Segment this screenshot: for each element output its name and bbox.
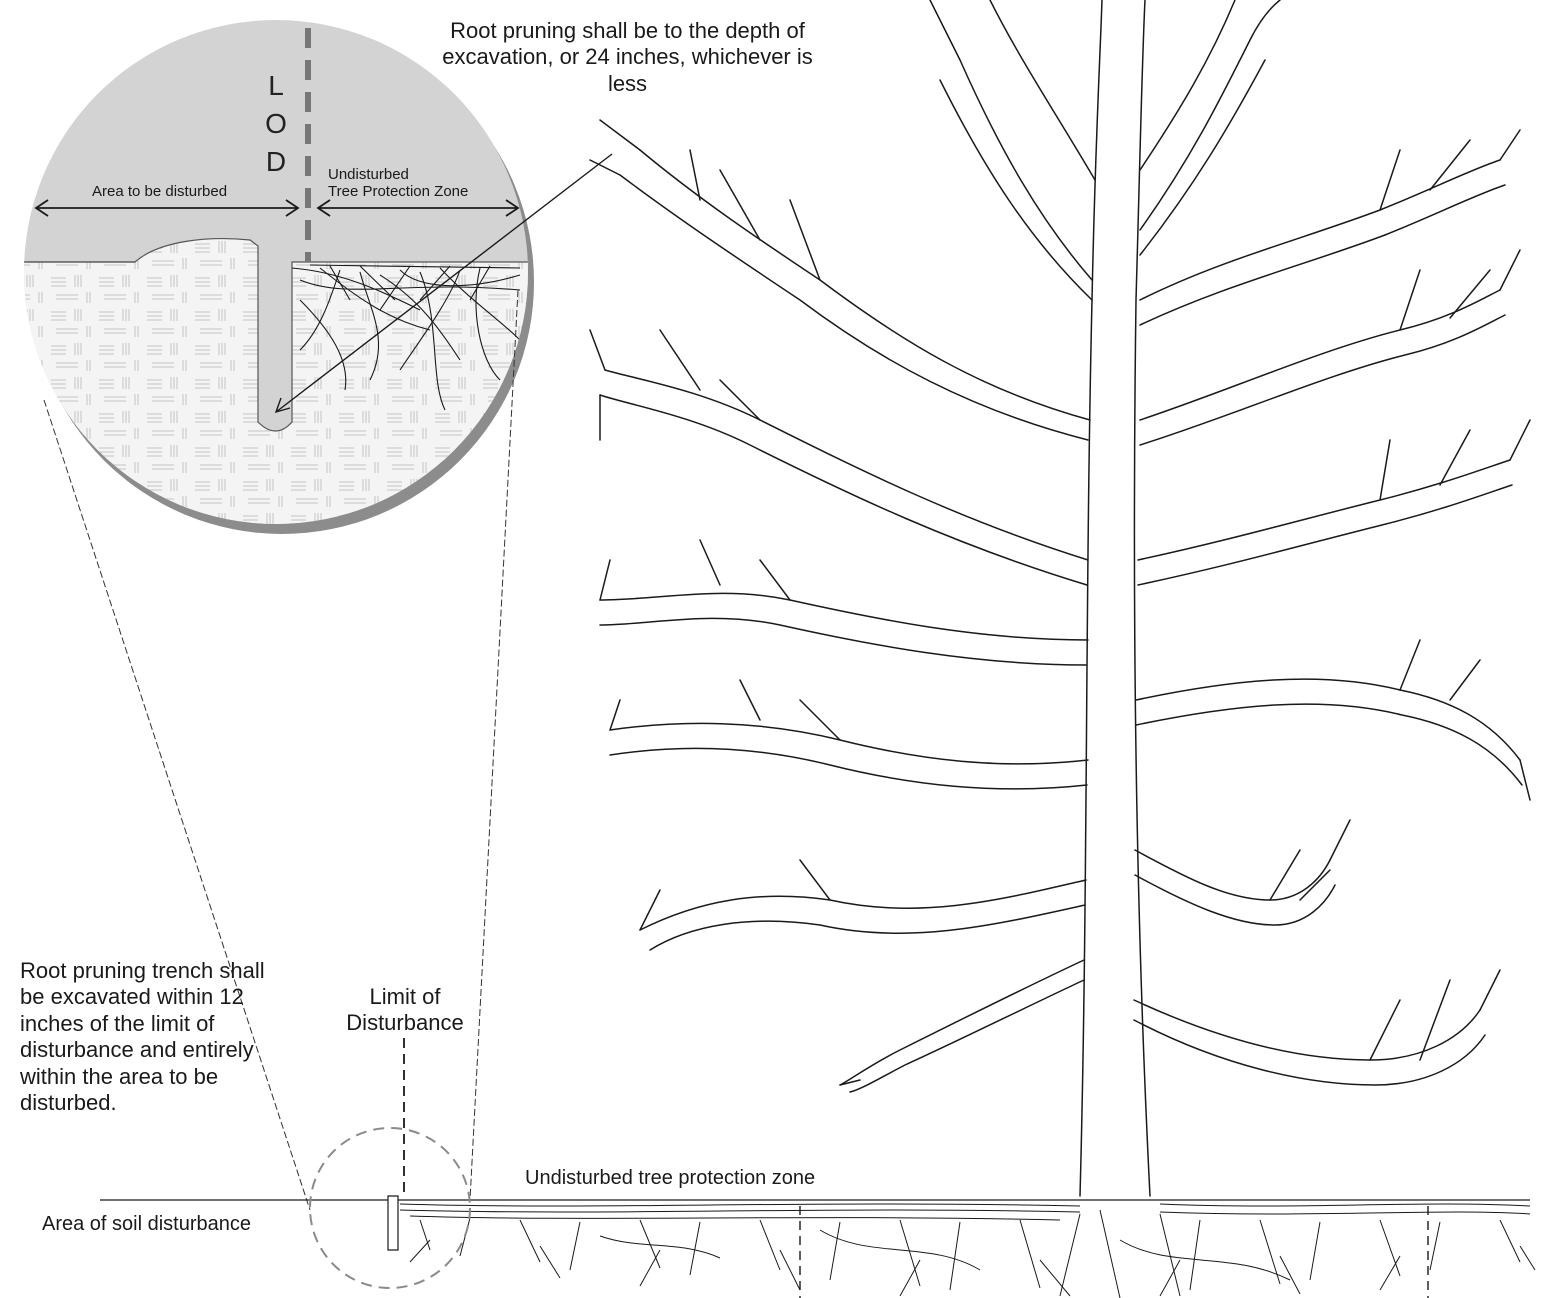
root-mass	[400, 1204, 1535, 1298]
inset-undisturbed-tpz-line1: Undisturbed	[328, 166, 468, 183]
inset-area-to-be-disturbed-label: Area to be disturbed	[92, 183, 227, 201]
tree	[590, 0, 1530, 1196]
area-of-soil-disturbance-label: Area of soil disturbance	[42, 1212, 251, 1236]
lod-letter-l: L	[262, 70, 290, 102]
inset-undisturbed-tpz-line2: Tree Protection Zone	[328, 183, 468, 200]
limit-of-disturbance-label: Limit of Disturbance	[330, 984, 480, 1037]
trench	[388, 1196, 398, 1250]
lod-letter-o: O	[262, 108, 290, 140]
lod-letter-d: D	[262, 146, 290, 178]
root-pruning-trench-note: Root pruning trench shall be excavated w…	[20, 958, 290, 1116]
tree-trunk	[1080, 0, 1102, 1196]
inset-undisturbed-tpz-label: Undisturbed Tree Protection Zone	[328, 166, 468, 201]
tpz-boundary-lines	[800, 1206, 1428, 1298]
undisturbed-tpz-label: Undisturbed tree protection zone	[525, 1166, 815, 1190]
root-pruning-depth-note: Root pruning shall be to the depth of ex…	[440, 18, 815, 97]
